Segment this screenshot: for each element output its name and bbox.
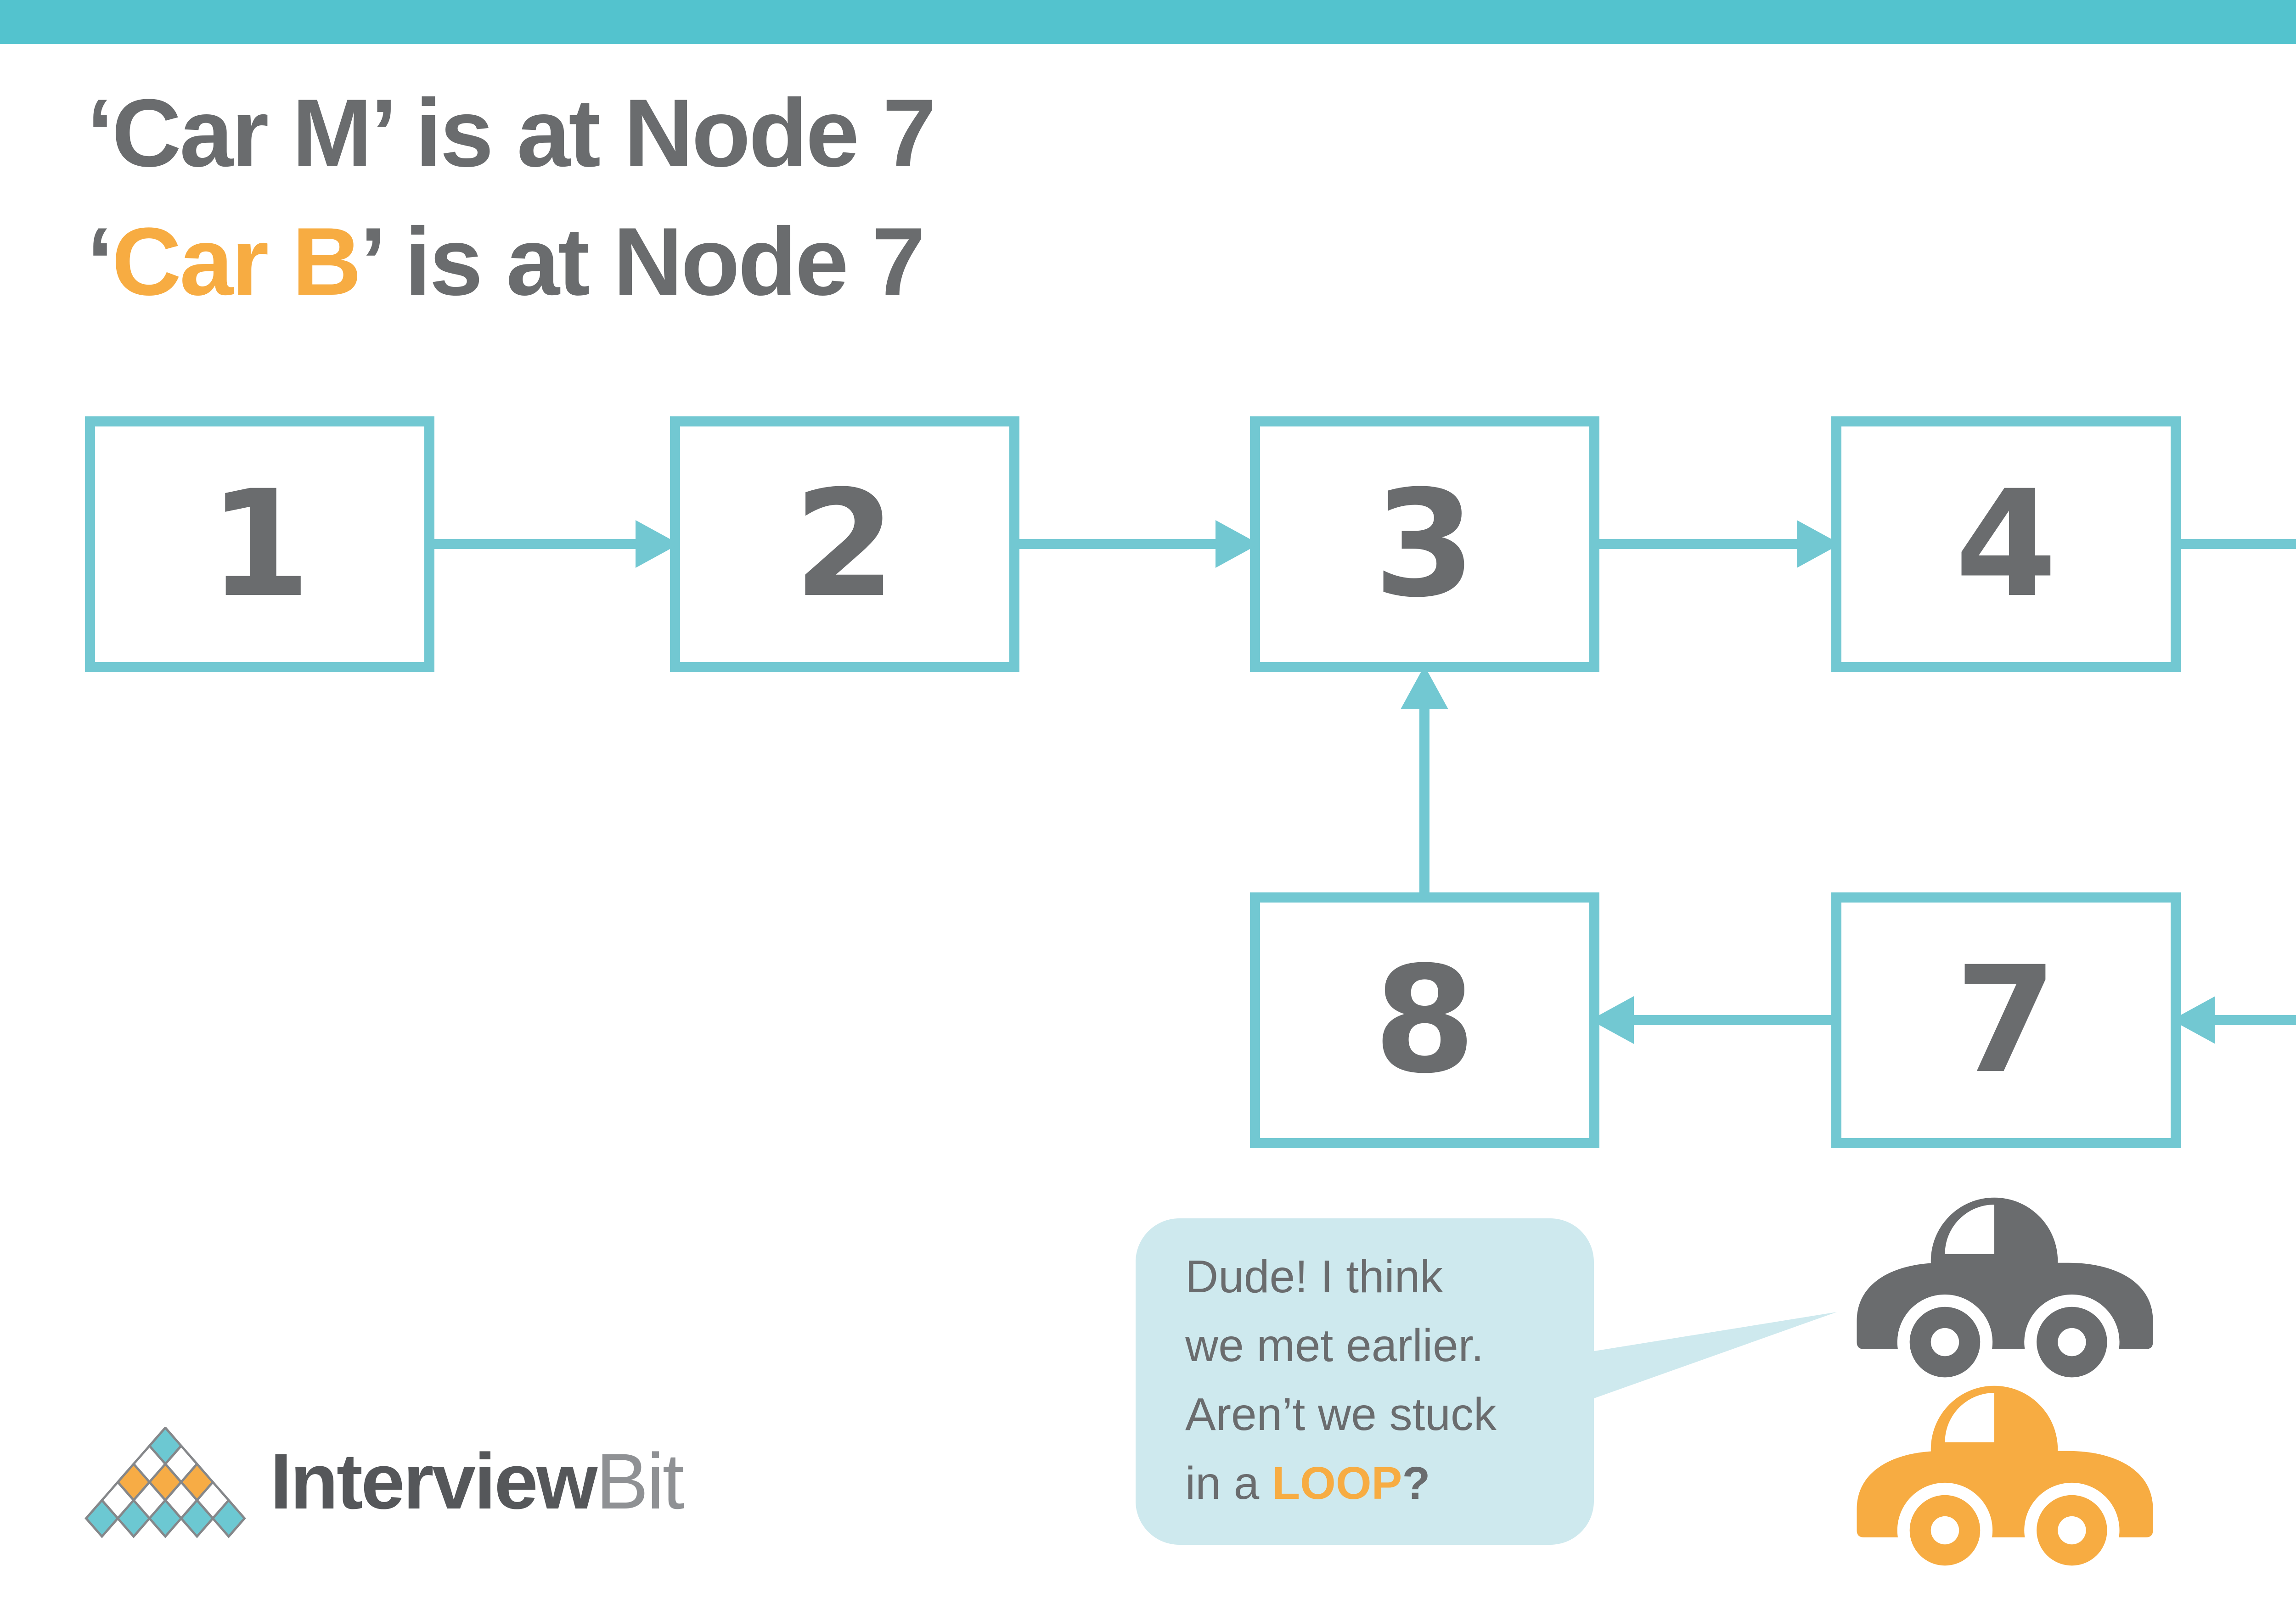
title-line-2: ‘Car B’ is at Node 7 (87, 197, 934, 326)
bubble-line-1: Dude! I think (1185, 1251, 1443, 1302)
bubble-line-2: we met earlier. (1185, 1320, 1484, 1371)
speech-bubble-tail (1589, 1312, 1837, 1400)
node-value-8: 8 (1373, 935, 1476, 1106)
arrow-7-to-8-shaft (1634, 1015, 1834, 1025)
node-box-7: 7 (1831, 892, 2181, 1148)
car-m-label: Car M (112, 79, 372, 187)
arrow-6-to-7-head-icon (2172, 996, 2215, 1044)
node-box-4: 4 (1831, 416, 2181, 672)
node-value-1: 1 (208, 459, 311, 630)
question-mark: ? (1402, 1458, 1430, 1509)
interviewbit-logo-icon (84, 1427, 246, 1538)
node-box-1: 1 (85, 416, 434, 672)
interviewbit-logo-text: InterviewBit (270, 1436, 685, 1527)
arrow-3-to-4-shaft (1596, 539, 1797, 549)
speech-bubble-text: Dude! I think we met earlier. Aren’t we … (1185, 1242, 1497, 1518)
top-accent-bar (0, 0, 2296, 44)
bubble-line-4-prefix: in a (1185, 1458, 1272, 1509)
arrow-8-to-3-shaft (1419, 709, 1429, 895)
arrow-2-to-3-head-icon (1216, 520, 1259, 568)
title-line-1: ‘Car M’ is at Node 7 (87, 69, 936, 197)
speech-bubble: Dude! I think we met earlier. Aren’t we … (1136, 1218, 1594, 1545)
node-box-3: 3 (1250, 416, 1599, 672)
node-value-4: 4 (1955, 459, 2057, 630)
quote-open: ‘ (87, 79, 113, 187)
car-b-icon (1857, 1385, 2153, 1569)
node-value-7: 7 (1955, 935, 2057, 1106)
arrow-6-to-7-shaft (2215, 1015, 2296, 1025)
title-line-1-rest: ’ is at Node 7 (370, 79, 936, 187)
quote-open: ‘ (87, 207, 113, 315)
car-m-icon (1857, 1197, 2153, 1381)
title: ‘Car M’ is at Node 7 ‘Car B’ is at Node … (87, 69, 936, 326)
node-box-8: 8 (1250, 892, 1599, 1148)
arrow-1-to-2-shaft (432, 539, 636, 549)
node-value-3: 3 (1373, 459, 1476, 630)
arrow-4-to-5-shaft (2178, 539, 2296, 549)
car-b-label: Car B (112, 207, 361, 315)
arrow-8-to-3-head-icon (1401, 666, 1448, 709)
logo-word-bit: Bit (596, 1437, 685, 1525)
arrow-2-to-3-shaft (1017, 539, 1216, 549)
bubble-line-4: in a LOOP? (1185, 1449, 1497, 1518)
arrow-7-to-8-head-icon (1590, 996, 1634, 1044)
node-box-2: 2 (670, 416, 1019, 672)
arrow-1-to-2-head-icon (636, 520, 679, 568)
bubble-line-3: Aren’t we stuck (1185, 1389, 1497, 1440)
arrow-3-to-4-head-icon (1797, 520, 1840, 568)
node-value-2: 2 (793, 459, 896, 630)
logo-word-interview: Interview (270, 1437, 598, 1525)
title-line-2-rest: ’ is at Node 7 (360, 207, 926, 315)
loop-word: LOOP (1272, 1458, 1402, 1509)
